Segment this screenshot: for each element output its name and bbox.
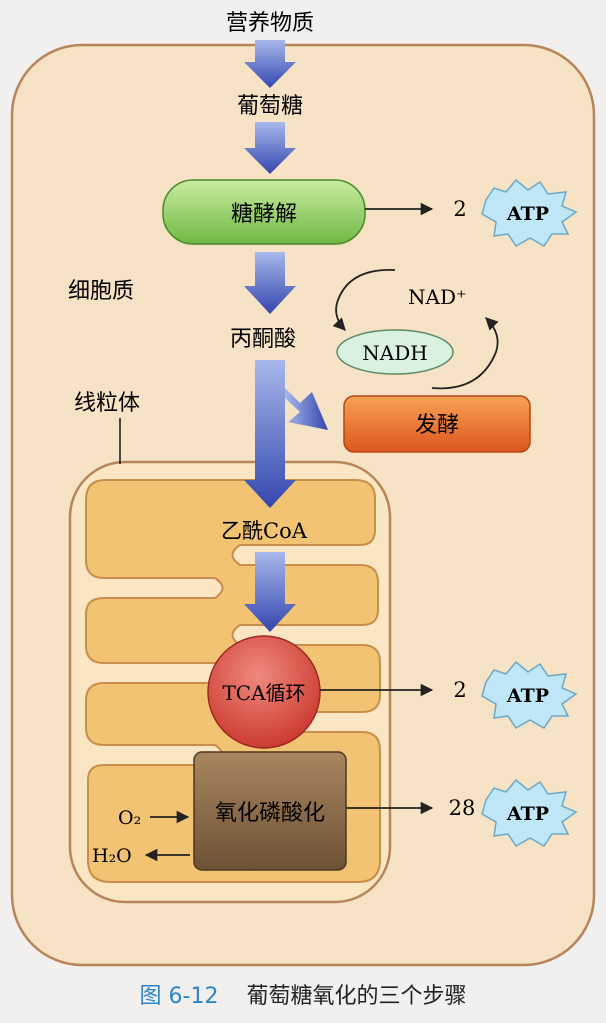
nadh-label: NADH (362, 341, 427, 365)
glucose-label: 葡萄糖 (237, 94, 303, 119)
figure-title: 葡萄糖氧化的三个步骤 (246, 984, 467, 1009)
atp-label-oxphos: ATP (506, 803, 549, 825)
mitochondrion-label: 线粒体 (74, 391, 140, 416)
nadh-ellipse (336, 329, 454, 375)
oxphos-label: 氧化磷酸化 (215, 801, 325, 826)
glucose-oxidation-diagram: 营养物质 葡萄糖 糖酵解 2 ATP 细胞质 丙酮酸 NAD⁺ NADH 发酵 … (10, 11, 596, 967)
atp-label-tca: ATP (506, 685, 549, 707)
glycolysis-label: 糖酵解 (231, 202, 297, 227)
acetyl-coa-label: 乙酰CoA (221, 519, 308, 543)
atp-label-glycolysis: ATP (506, 203, 549, 225)
oxphos-box (193, 751, 347, 871)
arrow-nutrients-to-glucose (244, 40, 296, 88)
arrow-glycolysis-to-pyruvate (244, 252, 296, 314)
nutrients-label: 营养物质 (226, 11, 314, 36)
pyruvate-label: 丙酮酸 (230, 327, 296, 352)
atp-count-glycolysis: 2 (453, 197, 466, 221)
h2o-label: H₂O (92, 845, 132, 867)
nad-plus-label: NAD⁺ (408, 285, 467, 309)
atp-burst-glycolysis (481, 178, 578, 247)
glycolysis-box (162, 179, 366, 245)
atp-burst-oxphos (481, 778, 578, 847)
o2-label: O₂ (118, 807, 141, 829)
arrow-acetyl-coa-to-tca (244, 552, 296, 632)
figure-caption: 图 6-12 葡萄糖氧化的三个步骤 (0, 978, 606, 1010)
arrow-pyruvate-to-fermentation (285, 388, 328, 430)
fermentation-box (343, 395, 531, 453)
figure-number: 图 6-12 (139, 984, 219, 1009)
atp-count-oxphos: 28 (449, 796, 476, 820)
tca-cycle-label: TCA循环 (222, 681, 305, 705)
nad-cycle-arrow-top (332, 269, 396, 331)
tca-cycle-circle (207, 635, 321, 749)
arrow-glucose-to-glycolysis (244, 122, 296, 174)
fermentation-label: 发酵 (415, 413, 459, 438)
nad-cycle-arrow-bottom (431, 317, 499, 390)
cytoplasm-label: 细胞质 (68, 279, 134, 304)
atp-count-tca: 2 (453, 678, 466, 702)
arrow-pyruvate-to-acetyl-coa (244, 360, 296, 508)
atp-burst-tca (481, 660, 578, 729)
